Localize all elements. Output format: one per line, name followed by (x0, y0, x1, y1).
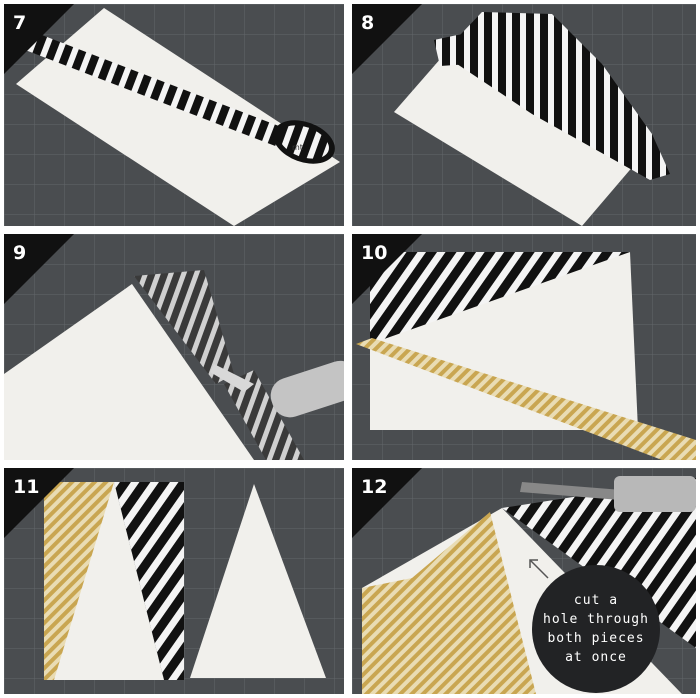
svg-text:mt: mt (292, 143, 303, 152)
black-striped-tape (370, 252, 630, 344)
step-number: 10 (361, 242, 388, 264)
callout-line-4: at once (565, 650, 627, 665)
step-number: 11 (13, 476, 40, 498)
folded-tape (134, 270, 234, 384)
gold-striped-piece (362, 512, 536, 694)
triangle-piece-left (54, 482, 164, 680)
step-9-scene (4, 234, 344, 460)
step-badge-11: 11 (4, 468, 74, 538)
callout-line-2: hole through (543, 612, 649, 627)
step-8-photo: 8 (352, 4, 696, 226)
striped-tape-strip (26, 32, 287, 148)
step-number: 7 (13, 12, 27, 34)
craft-knife (210, 360, 344, 418)
step-number: 9 (13, 242, 27, 264)
step-7-photo: mt 7 (4, 4, 344, 226)
step-number: 8 (361, 12, 375, 34)
craft-knife (520, 476, 696, 512)
callout-bubble: cut a hole through both pieces at once (532, 565, 660, 693)
callout-line-3: both pieces (547, 631, 645, 646)
tape-roll: mt (273, 120, 335, 164)
gold-striped-tape (356, 338, 696, 460)
card (4, 284, 254, 460)
step-10-photo: 10 (352, 234, 696, 460)
step-number: 12 (361, 476, 388, 498)
step-7-scene: mt (4, 4, 344, 226)
step-11-photo: 11 (4, 468, 344, 694)
step-badge-8: 8 (352, 4, 422, 74)
step-badge-10: 10 (352, 234, 422, 304)
step-badge-9: 9 (4, 234, 74, 304)
step-badge-7: 7 (4, 4, 74, 74)
card (394, 34, 652, 226)
callout-line-1: cut a (573, 593, 619, 608)
step-8-scene (352, 4, 696, 226)
black-tape-strip (114, 482, 184, 680)
step-10-scene (352, 234, 696, 460)
step-11-scene (4, 468, 344, 694)
arrow-icon (529, 559, 549, 579)
striped-tape-strips (434, 12, 670, 180)
step-9-photo: 9 (4, 234, 344, 460)
triangle-piece-right (190, 484, 326, 678)
step-badge-12: 12 (352, 468, 422, 538)
